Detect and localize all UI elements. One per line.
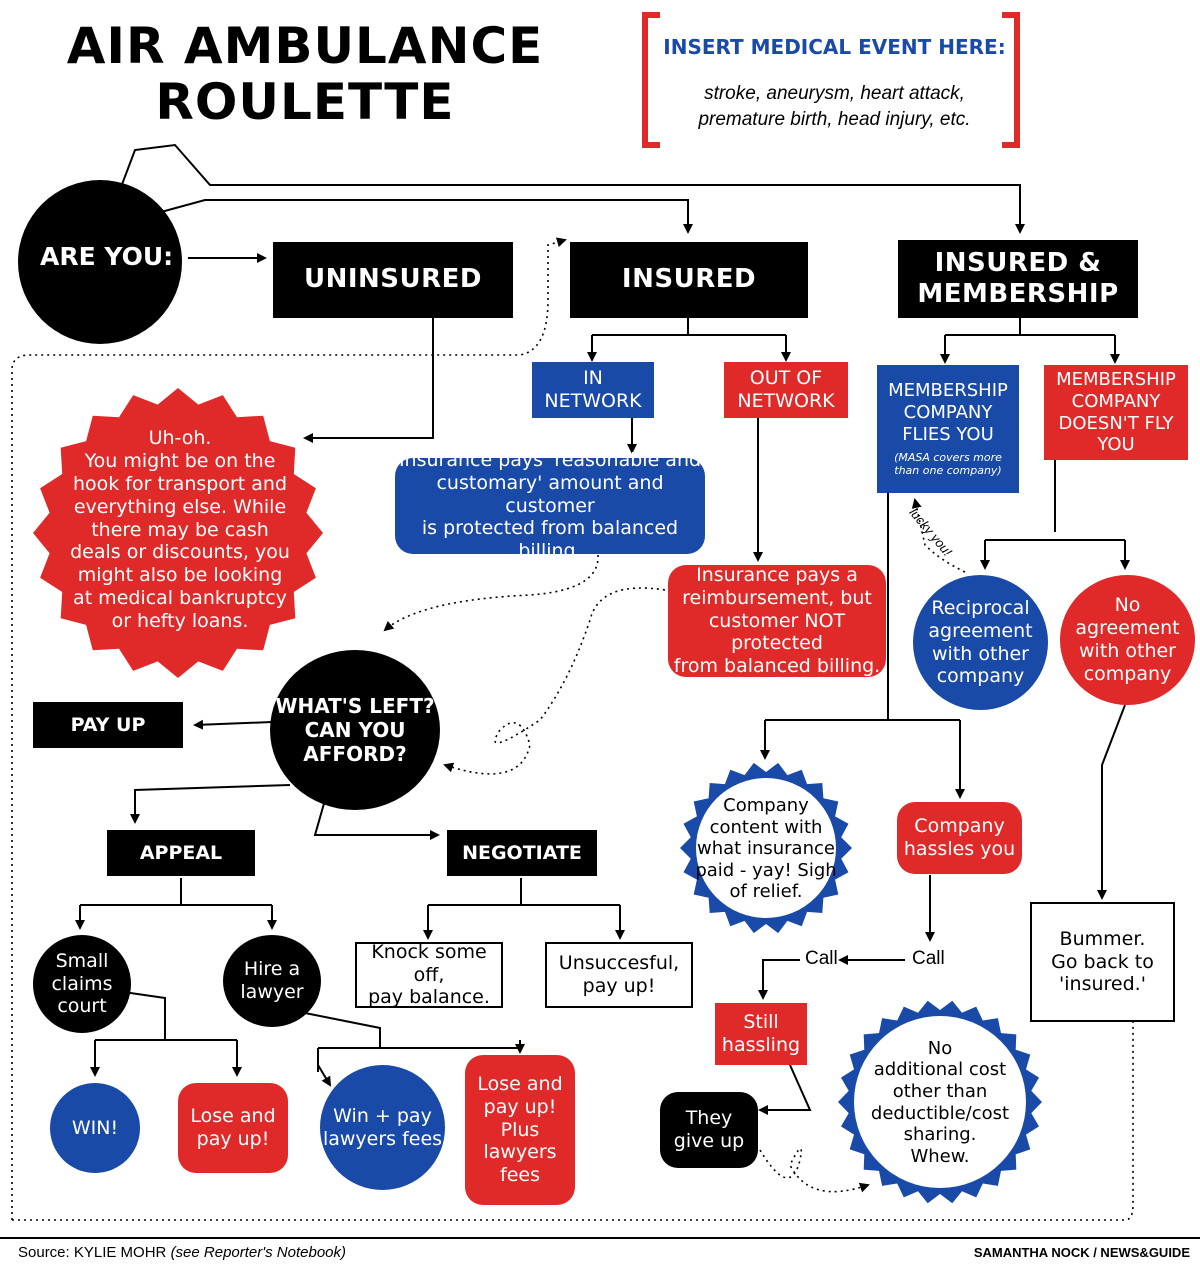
source-credit: Source: KYLIE MOHR (see Reporter's Noteb… — [18, 1244, 347, 1261]
author-credit: SAMANTHA NOCK / NEWS&GUIDE — [973, 1245, 1190, 1260]
insured-membership-box: INSURED &MEMBERSHIP — [898, 240, 1138, 318]
in-network-box: IN NETWORK — [532, 362, 654, 418]
knock-off-box: Knock some off,pay balance. — [355, 941, 503, 1008]
medical-event-box: INSERT MEDICAL EVENT HERE: stroke, aneur… — [662, 35, 1007, 133]
negotiate-box: NEGOTIATE — [447, 830, 597, 876]
are-you-label: ARE YOU: — [40, 242, 174, 271]
uh-oh-burst — [33, 388, 323, 678]
bummer-box: Bummer.Go back to'insured.' — [1030, 902, 1175, 1022]
no-cost-burst — [838, 1000, 1042, 1204]
win-circle: WIN! — [50, 1083, 140, 1173]
uninsured-box: UNINSURED — [273, 242, 513, 318]
event-heading: INSERT MEDICAL EVENT HERE: — [663, 35, 1006, 59]
event-list: stroke, aneurysm, heart attack,premature… — [698, 83, 971, 130]
unsuccessful-box: Unsuccesful,pay up! — [545, 942, 693, 1008]
pay-up-box: PAY UP — [33, 702, 183, 748]
content-burst — [680, 762, 852, 934]
appeal-box: APPEAL — [107, 830, 255, 876]
call-label-2: Call — [912, 948, 945, 969]
insured-box: INSURED — [570, 242, 808, 318]
call-label-1: Call — [805, 948, 838, 969]
